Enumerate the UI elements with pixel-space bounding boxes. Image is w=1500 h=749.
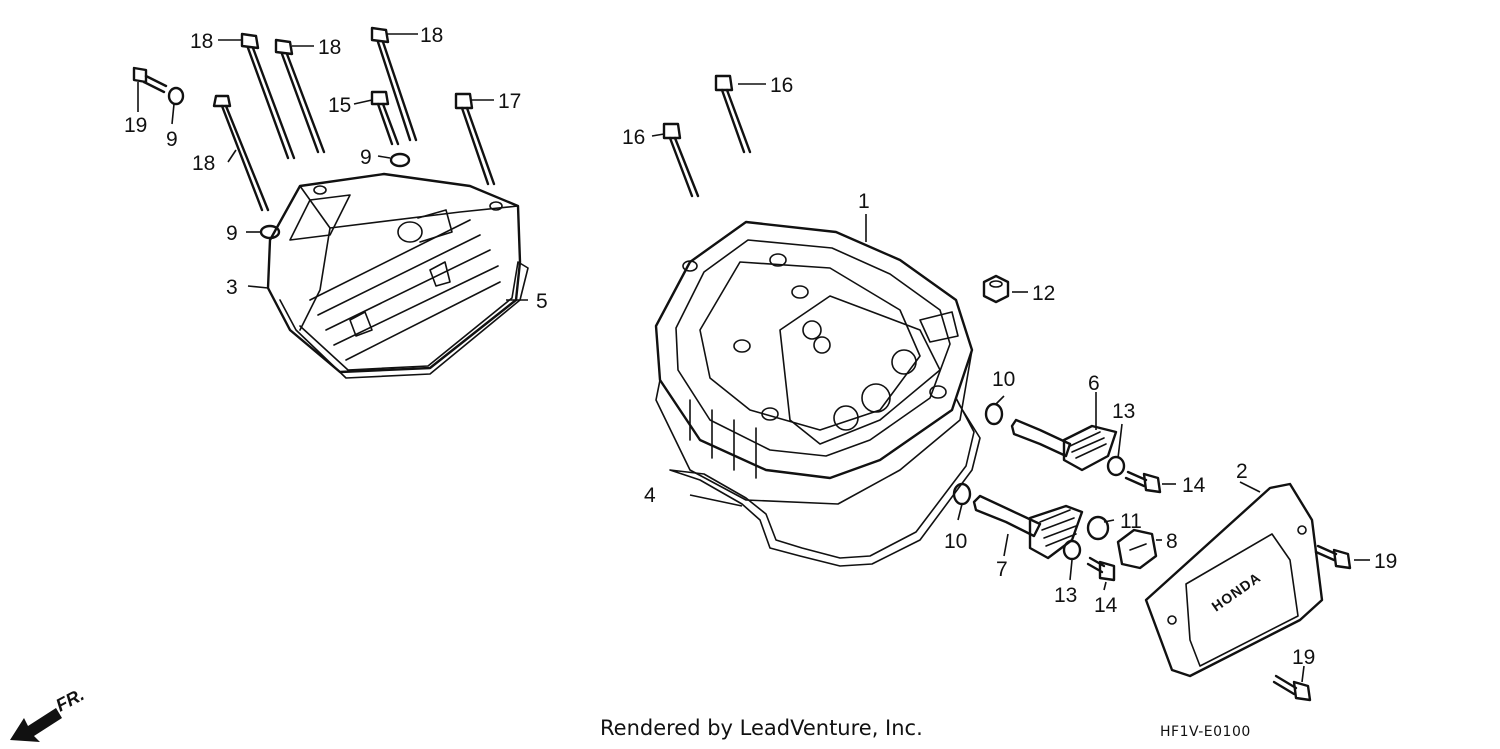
callout-10-b: 10 — [944, 530, 967, 553]
nut-12[interactable] — [982, 274, 1010, 304]
callout-16-b: 16 — [622, 126, 645, 149]
bolt-16-a[interactable] — [714, 74, 752, 154]
o-ring-10-a[interactable] — [984, 402, 1004, 426]
callout-17: 17 — [498, 90, 521, 113]
honda-logo: HONDA — [1209, 569, 1264, 614]
callout-13-b: 13 — [1054, 584, 1077, 607]
bolt-15[interactable] — [370, 90, 400, 146]
callout-18-c: 18 — [420, 24, 443, 47]
leader-lines — [137, 33, 1370, 683]
head-cover-gasket[interactable] — [279, 261, 529, 379]
washer-9-c[interactable] — [259, 224, 281, 240]
bolt-14-b[interactable] — [1086, 556, 1116, 582]
cylinder-head-cover[interactable] — [266, 172, 522, 374]
bolt-19-right[interactable] — [1314, 544, 1352, 570]
callout-4: 4 — [644, 484, 656, 507]
callout-8: 8 — [1166, 530, 1178, 553]
callout-19-a: 19 — [124, 114, 147, 137]
credit-text: Rendered by LeadVenture, Inc. — [600, 716, 923, 740]
callout-18-d: 18 — [192, 152, 215, 175]
front-direction-arrow: FR. — [10, 684, 87, 742]
callout-19-c: 19 — [1292, 646, 1315, 669]
callout-11: 11 — [1120, 510, 1142, 533]
plug-8[interactable] — [1116, 528, 1158, 570]
callout-9-a: 9 — [166, 128, 178, 151]
bolt-19-bottom[interactable] — [1272, 674, 1312, 702]
callout-15: 15 — [328, 94, 351, 117]
callout-6: 6 — [1088, 372, 1100, 395]
shaft-assembly-7[interactable] — [972, 494, 1084, 560]
bolt-19-top-left[interactable] — [132, 66, 168, 94]
callout-9-b: 9 — [360, 146, 372, 169]
washer-13-b[interactable] — [1062, 539, 1082, 561]
front-label: FR. — [52, 684, 87, 715]
callout-14-a: 14 — [1182, 474, 1206, 497]
bolt-16-b[interactable] — [662, 122, 700, 198]
callout-7: 7 — [996, 558, 1008, 581]
callout-2: 2 — [1236, 460, 1248, 483]
callout-14-b: 14 — [1094, 594, 1118, 617]
callout-16-a: 16 — [770, 74, 793, 97]
bolt-18-left[interactable] — [212, 94, 270, 212]
callout-1: 1 — [858, 190, 870, 213]
callout-9-c: 9 — [226, 222, 238, 245]
bolt-18-top-c[interactable] — [370, 26, 418, 142]
bolt-18-top-b[interactable] — [274, 38, 326, 154]
callout-10-a: 10 — [992, 368, 1015, 391]
o-ring-10-b[interactable] — [952, 482, 972, 506]
callout-5: 5 — [536, 290, 548, 313]
callout-labels: 1 2 3 4 5 6 7 8 9 9 9 10 10 11 12 13 13 … — [124, 24, 1397, 669]
bolt-18-top-a[interactable] — [240, 32, 296, 160]
bolt-17[interactable] — [454, 92, 496, 186]
callout-12: 12 — [1032, 282, 1055, 305]
callout-18-a: 18 — [190, 30, 213, 53]
washer-13-a[interactable] — [1106, 455, 1126, 477]
cylinder-head[interactable] — [654, 220, 974, 505]
callout-13-a: 13 — [1112, 400, 1135, 423]
o-ring-11[interactable] — [1086, 515, 1110, 541]
washer-9-a[interactable] — [167, 86, 185, 106]
callout-3: 3 — [226, 276, 238, 299]
shaft-assembly-6[interactable] — [1010, 418, 1118, 472]
washer-9-b[interactable] — [389, 152, 411, 168]
bolt-14-a[interactable] — [1124, 470, 1162, 494]
callout-19-b: 19 — [1374, 550, 1397, 573]
cylinder-head-gasket[interactable] — [669, 397, 981, 567]
callout-18-b: 18 — [318, 36, 341, 59]
diagram-code: HF1V-E0100 — [1160, 724, 1251, 740]
